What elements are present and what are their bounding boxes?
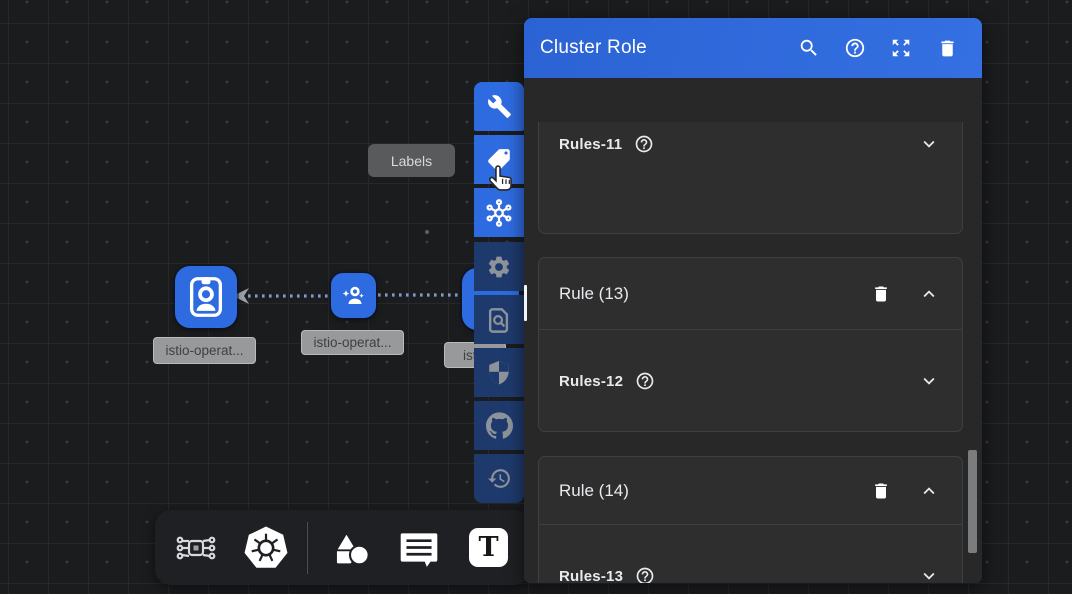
help-icon[interactable]	[635, 566, 655, 583]
node-label-chip: istio-operat...	[301, 330, 404, 355]
document-search-icon	[488, 307, 509, 333]
shapes-tool-button[interactable]	[322, 520, 378, 576]
text-tool-button[interactable]: T	[461, 520, 517, 576]
chevron-down-icon[interactable]	[918, 370, 940, 392]
accordion-label: Rules-12	[559, 372, 624, 390]
accordion-label: Rules-13	[559, 567, 624, 584]
shapes-icon	[334, 530, 370, 565]
github-icon	[485, 412, 513, 439]
configure-wrench-button[interactable]	[474, 82, 524, 131]
search-icon[interactable]	[798, 37, 820, 59]
wrench-icon	[487, 95, 511, 118]
kubernetes-helm-icon	[244, 526, 288, 568]
rule-13-header: Rule (13)	[539, 258, 962, 330]
labels-tag-button[interactable]	[474, 135, 524, 184]
help-icon[interactable]	[635, 371, 655, 391]
tooltip-text: Labels	[390, 152, 433, 169]
delete-rule-icon[interactable]	[870, 283, 892, 305]
chevron-down-icon[interactable]	[918, 565, 940, 583]
history-button[interactable]	[474, 454, 524, 503]
kubernetes-tool-button[interactable]	[238, 520, 294, 576]
panel-body: Rules-11 Rule (13)	[524, 122, 982, 583]
rule-card: Rule (13) Rules-12	[538, 257, 963, 432]
expand-fullscreen-icon[interactable]	[890, 37, 912, 59]
text-tool-icon: T	[469, 528, 509, 567]
accordion-rules-13[interactable]: Rules-13	[539, 525, 962, 583]
delete-component-icon[interactable]	[936, 37, 958, 59]
bottom-toolbar: T	[155, 510, 530, 585]
id-badge-icon	[189, 277, 223, 317]
panel-scrollbar[interactable]	[968, 450, 977, 553]
delete-rule-icon[interactable]	[870, 480, 892, 502]
panel-resize-handle[interactable]	[524, 285, 527, 321]
doc-search-button[interactable]	[474, 295, 524, 344]
gear-icon	[488, 256, 510, 277]
chevron-down-icon[interactable]	[918, 133, 940, 155]
freeze-cluster-button[interactable]	[474, 188, 524, 237]
help-icon[interactable]	[634, 134, 654, 154]
user-sparkle-icon	[342, 286, 364, 304]
topology-chip-icon	[177, 536, 216, 559]
node-label: istio-operat...	[313, 335, 392, 350]
accordion-rules-11[interactable]: Rules-11	[539, 122, 962, 166]
topology-tool-button[interactable]	[168, 520, 224, 576]
rule-title: Rule (13)	[559, 283, 629, 303]
node-label-chip: istio-operat...	[153, 337, 256, 364]
toolbar-divider	[307, 521, 309, 574]
rule-card: Rule (14) Rules-13	[538, 456, 963, 583]
node-label: istio-operat...	[165, 343, 244, 358]
rule-title: Rule (14)	[559, 480, 629, 500]
accordion-label: Rules-11	[559, 135, 623, 153]
rule-14-header: Rule (14)	[539, 457, 962, 525]
panel-title: Cluster Role	[540, 37, 647, 58]
comment-tool-button[interactable]	[391, 520, 447, 576]
comment-bubble-icon	[400, 532, 438, 567]
chevron-up-icon[interactable]	[918, 283, 940, 305]
help-icon[interactable]	[844, 37, 866, 59]
github-button[interactable]	[474, 401, 524, 450]
label-tag-icon	[488, 148, 510, 171]
shield-icon	[489, 360, 509, 384]
node-service-account[interactable]	[331, 273, 376, 318]
cluster-role-panel: Cluster Role Rules-11	[524, 18, 982, 583]
history-clock-icon	[487, 469, 510, 488]
rule-card: Rules-11	[538, 122, 963, 234]
chevron-up-icon[interactable]	[918, 480, 940, 502]
canvas-dot	[425, 230, 429, 234]
hub-spokes-icon	[486, 198, 512, 227]
security-shield-button[interactable]	[474, 348, 524, 397]
accordion-rules-12[interactable]: Rules-12	[539, 330, 962, 432]
settings-button[interactable]	[474, 242, 524, 291]
labels-tooltip: Labels	[368, 144, 455, 177]
panel-header-icons	[798, 37, 958, 59]
panel-header: Cluster Role	[524, 18, 982, 78]
text-tool-glyph: T	[478, 532, 499, 563]
node-cluster-role[interactable]	[175, 266, 237, 328]
